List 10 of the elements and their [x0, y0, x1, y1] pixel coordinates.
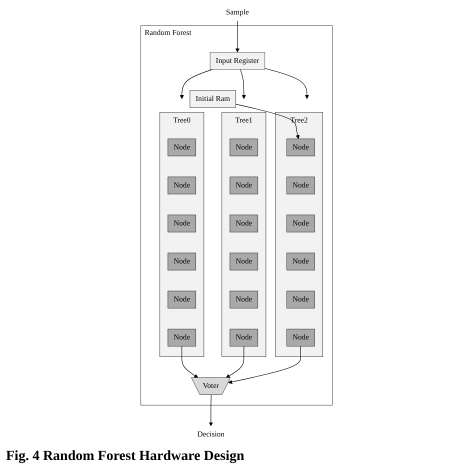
arrow	[180, 69, 214, 100]
arrow	[228, 346, 302, 384]
arrow	[265, 68, 310, 100]
figure-caption: Fig. 4 Random Forest Hardware Design	[5, 448, 246, 466]
arrow	[182, 346, 199, 378]
arrow	[236, 104, 300, 140]
arrow	[226, 346, 245, 378]
arrow	[209, 394, 214, 426]
arrow	[240, 69, 246, 100]
arrow	[236, 20, 240, 52]
